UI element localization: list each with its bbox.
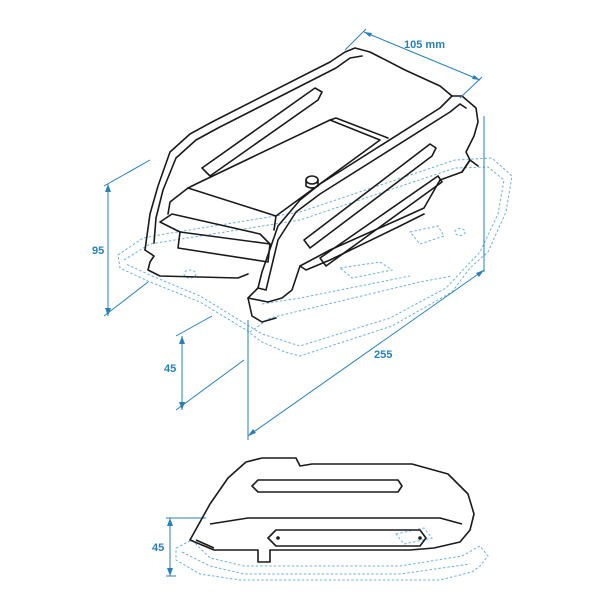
dimension-lines [103,28,485,577]
side-height-dimension-label: 45 [152,542,164,554]
height-dimension-label: 95 [92,245,104,257]
side-view-body [189,457,475,563]
side-view-slot-dots [276,536,422,540]
width-dimension-label: 105 mm [404,39,445,51]
base-height-dimension-label: 45 [164,363,176,375]
base-plate-ghost [117,157,513,357]
chock-body-3d [144,47,479,323]
depth-dimension-label: 255 [374,349,392,361]
dimension-arrowheads [105,32,484,576]
side-view-base-ghost [175,527,489,581]
